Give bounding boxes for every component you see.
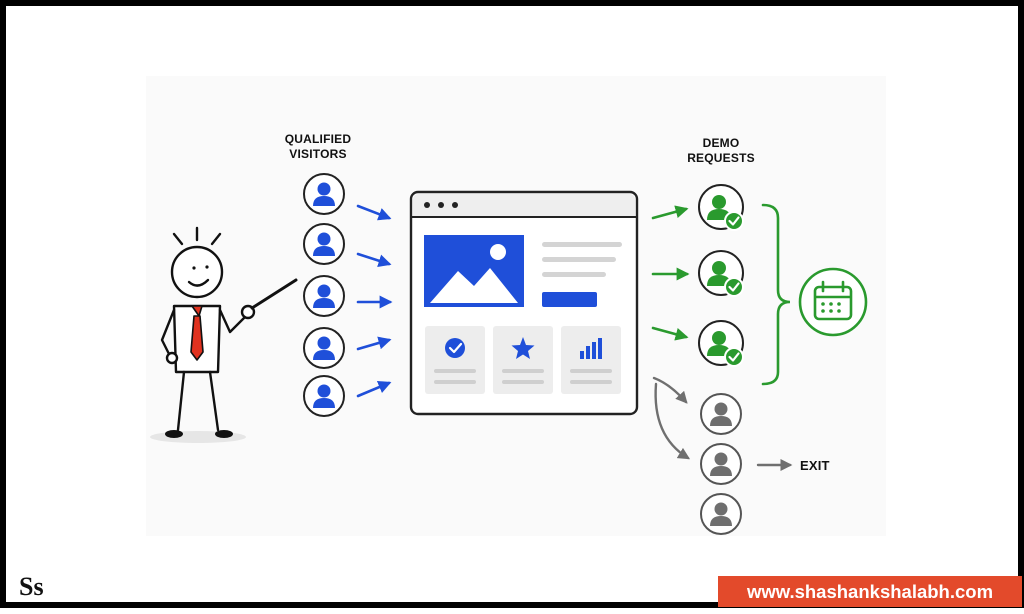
website-url-banner[interactable]: www.shashankshalabh.com — [718, 576, 1022, 607]
text-line — [542, 272, 606, 277]
exit-visitors-group — [700, 393, 742, 535]
text-line — [542, 257, 616, 262]
user-checkmark-icon — [697, 183, 745, 232]
user-icon — [700, 493, 742, 535]
feature-card-check — [425, 326, 485, 394]
feature-card-chart — [561, 326, 621, 394]
qualified-visitors-label: QUALIFIED VISITORS — [268, 132, 368, 162]
demo-arrows — [651, 205, 690, 341]
calendar-icon — [798, 267, 868, 337]
qualified-visitors-label-line1: QUALIFIED — [284, 132, 352, 146]
demo-requests-label-line2: REQUESTS — [687, 151, 755, 165]
arrow-icon — [356, 336, 392, 351]
demo-requests-label: DEMO REQUESTS — [676, 136, 766, 166]
bar-chart-icon — [580, 338, 602, 359]
image-icon — [424, 235, 524, 307]
diagram-canvas — [146, 76, 886, 536]
user-icon — [303, 223, 345, 265]
exit-label: EXIT — [800, 458, 830, 473]
arrow-icon — [356, 252, 392, 267]
text-line — [542, 242, 622, 247]
arrow-icon — [356, 381, 392, 398]
user-icon — [303, 173, 345, 215]
brand-logo: Ss — [19, 572, 44, 601]
demo-brace — [761, 203, 791, 386]
cta-button — [542, 292, 597, 307]
landing-page-window — [409, 190, 639, 416]
arrow-icon — [356, 204, 392, 221]
arrow-icon — [654, 382, 691, 460]
arrow-icon — [651, 205, 689, 220]
user-icon — [700, 393, 742, 435]
demo-requests-group — [697, 183, 745, 368]
visitor-arrows — [356, 204, 393, 398]
user-checkmark-icon — [697, 319, 745, 368]
window-dot — [424, 202, 430, 208]
qualified-visitors-label-line2: VISITORS — [289, 147, 347, 161]
feature-card-star — [493, 326, 553, 394]
arrow-icon — [651, 326, 689, 341]
window-dot — [438, 202, 444, 208]
user-icon — [303, 327, 345, 369]
window-dot — [452, 202, 458, 208]
user-icon — [700, 443, 742, 485]
demo-requests-label-line1: DEMO — [702, 136, 740, 150]
user-checkmark-icon — [697, 249, 745, 298]
star-icon — [511, 337, 535, 359]
user-icon — [303, 275, 345, 317]
arrow-icon — [652, 376, 688, 404]
check-circle-icon — [445, 338, 465, 358]
user-icon — [303, 375, 345, 417]
stick-figure-presenter — [150, 226, 298, 443]
exit-arrows — [652, 376, 793, 471]
